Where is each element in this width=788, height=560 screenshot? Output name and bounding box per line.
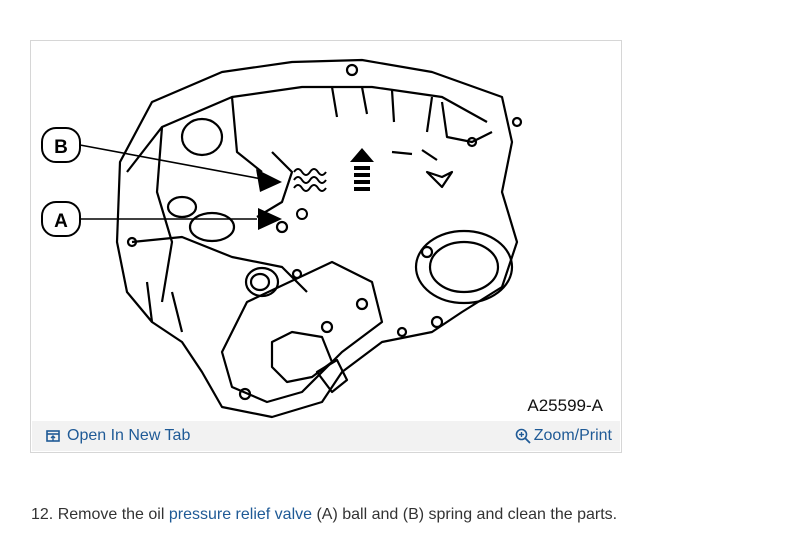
direction-arrow bbox=[350, 148, 374, 191]
open-in-new-tab-label: Open In New Tab bbox=[67, 427, 191, 444]
step-prefix: 12. Remove the oil bbox=[31, 506, 169, 523]
step-instruction: 12. Remove the oil pressure relief valve… bbox=[31, 506, 617, 524]
callout-a: A bbox=[41, 201, 282, 237]
open-in-new-tab-icon bbox=[46, 430, 60, 442]
zoom-icon bbox=[515, 428, 531, 444]
figure-code: A25599-A bbox=[527, 396, 603, 415]
spring-drawing bbox=[293, 168, 327, 192]
figure-toolbar: Open In New Tab Zoom/Print bbox=[32, 421, 620, 451]
step-suffix: (A) ball and (B) spring and clean the pa… bbox=[312, 506, 618, 523]
ball-drawing bbox=[296, 208, 308, 220]
callout-b-label: B bbox=[54, 137, 68, 158]
oil-pump-diagram: B A bbox=[41, 58, 523, 419]
callout-b: B bbox=[41, 127, 282, 192]
open-in-new-tab-link[interactable]: Open In New Tab bbox=[45, 427, 190, 445]
figure-container: B A A25599-A Open In New Tab bbox=[30, 40, 622, 453]
zoom-print-label: Zoom/Print bbox=[533, 427, 612, 444]
zoom-print-link[interactable]: Zoom/Print bbox=[515, 427, 612, 445]
pump-housing-drawing bbox=[115, 58, 523, 419]
callout-a-label: A bbox=[54, 211, 68, 232]
pressure-relief-valve-link[interactable]: pressure relief valve bbox=[168, 506, 313, 523]
